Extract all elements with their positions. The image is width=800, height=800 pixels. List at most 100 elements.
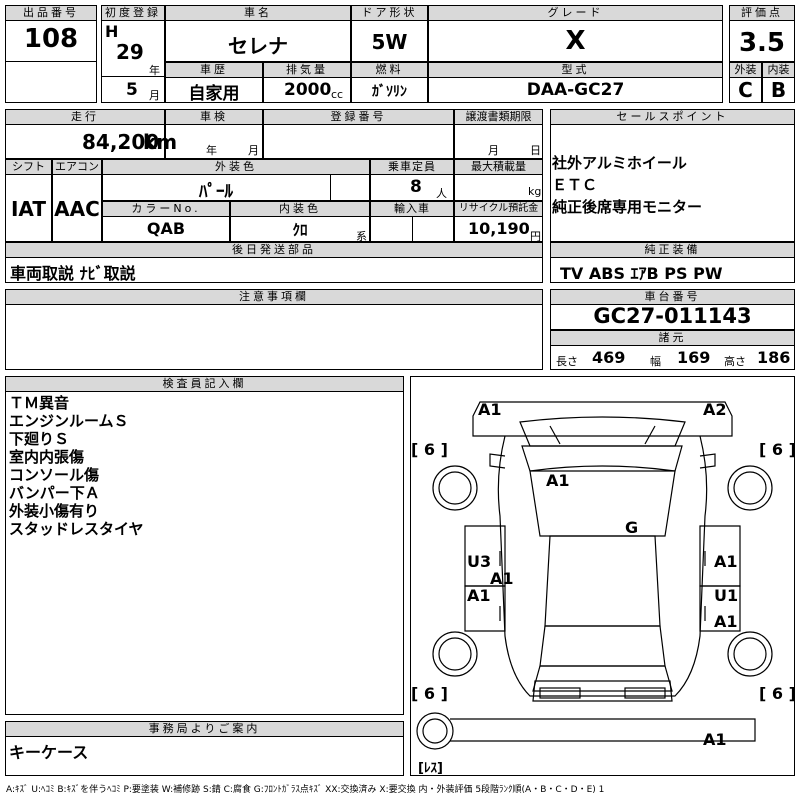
damage-mark: G <box>625 518 639 537</box>
tire-tread-fl: [ 6 ] <box>411 440 448 459</box>
max-load-header: 最大積載量 <box>454 159 543 175</box>
tire-tread-rr: [ 6 ] <box>759 684 796 703</box>
ext-color-header: 外装色 <box>102 159 370 175</box>
capacity-unit: 人 <box>436 187 447 200</box>
inspector-header: 検査員記入欄 <box>5 376 404 392</box>
capacity-box <box>370 174 454 201</box>
later-parts: 車両取説 ﾅﾋﾞ取説 <box>10 264 136 283</box>
score-box <box>729 20 795 62</box>
mileage-header: 走行 <box>5 109 165 125</box>
int-grade: B <box>770 78 787 102</box>
damage-mark: U1 <box>714 586 739 605</box>
legend: A:ｷｽﾞ U:ﾍｺﾐ B:ｷｽﾞを伴うﾍｺﾐ P:要塗装 W:補修跡 S:錆 … <box>6 785 605 795</box>
capacity-header: 乗車定員 <box>370 159 454 175</box>
transfer-header: 譲渡書類期限 <box>454 109 543 125</box>
first-reg-month: 5 <box>126 80 138 100</box>
ac-header: エアコン <box>52 159 102 175</box>
chassis-box <box>550 304 795 330</box>
damage-mark: A1 <box>467 586 491 605</box>
width-label: 幅 <box>650 355 661 368</box>
inspection-year-unit: 年 <box>206 144 217 157</box>
displacement: 2000 <box>284 80 332 100</box>
damage-mark: A1 <box>478 400 502 419</box>
month-unit: 月 <box>149 89 160 102</box>
color-no-header: カラーNo. <box>102 201 230 217</box>
dims-header: 諸元 <box>550 330 795 346</box>
office-note: キーケース <box>9 743 89 762</box>
inspection-box <box>165 124 263 159</box>
ext-color: ﾊﾟｰﾙ <box>199 182 233 202</box>
fuel: ｶﾞｿﾘﾝ <box>372 84 407 100</box>
inspector-note: バンパー下Ａ <box>9 484 100 502</box>
history-header: 車歴 <box>165 62 263 78</box>
model-header: 型式 <box>428 62 723 78</box>
damage-mark: U3 <box>467 552 492 571</box>
history-box <box>165 77 263 103</box>
recycle-unit: 円 <box>530 230 541 243</box>
width: 169 <box>677 348 711 367</box>
lot-number-header: 出品番号 <box>5 5 97 21</box>
later-parts-header: 後日発送部品 <box>5 242 543 258</box>
inspection-header: 車検 <box>165 109 263 125</box>
damage-diagram-box <box>410 376 795 776</box>
later-parts-box <box>5 257 543 283</box>
sales-points-list: 社外アルミホイール ＥＴＣ 純正後席専用モニター <box>552 152 702 218</box>
model-box <box>428 77 723 103</box>
mileage: 84,200 <box>82 130 160 154</box>
damage-mark: A1 <box>490 569 514 588</box>
mileage-unit: km <box>143 130 178 154</box>
displacement-unit: cc <box>331 88 344 101</box>
int-color-unit: 系 <box>356 230 367 243</box>
import-header: 輸入車 <box>370 201 454 217</box>
capacity: 8 <box>410 177 422 197</box>
inspection-month-unit: 月 <box>248 144 259 157</box>
int-grade-box <box>762 77 795 103</box>
sales-points-header: セールスポイント <box>550 109 795 125</box>
office-box <box>5 736 404 776</box>
model-code: DAA-GC27 <box>526 80 625 100</box>
notes-header: 注意事項欄 <box>5 289 543 305</box>
spare-tire-label: [ﾚｽ] <box>418 761 443 776</box>
fuel-header: 燃料 <box>351 62 428 78</box>
transfer-day-unit: 日 <box>530 144 541 157</box>
ac-box <box>52 174 102 242</box>
ext-grade: C <box>738 78 753 102</box>
office-header: 事務局よりご案内 <box>5 721 404 737</box>
divider <box>330 174 331 201</box>
reg-no-box <box>263 124 454 159</box>
ac: AAC <box>54 197 100 221</box>
int-color-header: 内装色 <box>230 201 370 217</box>
damage-mark: A1 <box>714 612 738 631</box>
score-header: 評価点 <box>729 5 795 21</box>
first-reg-box <box>101 20 165 103</box>
lot-number: 108 <box>23 24 79 54</box>
sales-point-item: 純正後席専用モニター <box>552 198 703 216</box>
int-grade-header: 内装 <box>762 62 795 78</box>
ext-color-box <box>102 174 370 201</box>
chassis-number: GC27-011143 <box>593 304 752 328</box>
sales-points-box <box>550 124 795 242</box>
reg-no-header: 登録番号 <box>263 109 454 125</box>
displacement-box <box>263 77 351 103</box>
inspector-note: 外装小傷有り <box>9 502 100 520</box>
notes-box <box>5 304 543 370</box>
damage-mark: A1 <box>714 552 738 571</box>
equipment-box <box>550 257 795 283</box>
length: 469 <box>592 348 626 367</box>
ext-grade-box <box>729 77 762 103</box>
ext-grade-header: 外装 <box>729 62 762 78</box>
damage-mark: A1 <box>546 471 570 490</box>
damage-mark: A2 <box>703 400 727 419</box>
sales-point-item: ＥＴＣ <box>552 176 598 194</box>
recycle-box <box>454 216 543 242</box>
shift: IAT <box>10 197 46 221</box>
year-unit: 年 <box>149 64 160 77</box>
recycle-header: リサイクル預託金 <box>454 201 543 217</box>
inspector-list: ＴＭ異音 エンジンルームＳ 下廻りＳ 室内内張傷 コンソール傷 バンパー下Ａ 外… <box>9 394 144 538</box>
shift-header: シフト <box>5 159 52 175</box>
recycle-fee: 10,190 <box>468 219 530 238</box>
divider <box>101 76 165 77</box>
car-name: セレナ <box>228 34 288 58</box>
grade: X <box>565 26 586 56</box>
score: 3.5 <box>738 28 786 58</box>
